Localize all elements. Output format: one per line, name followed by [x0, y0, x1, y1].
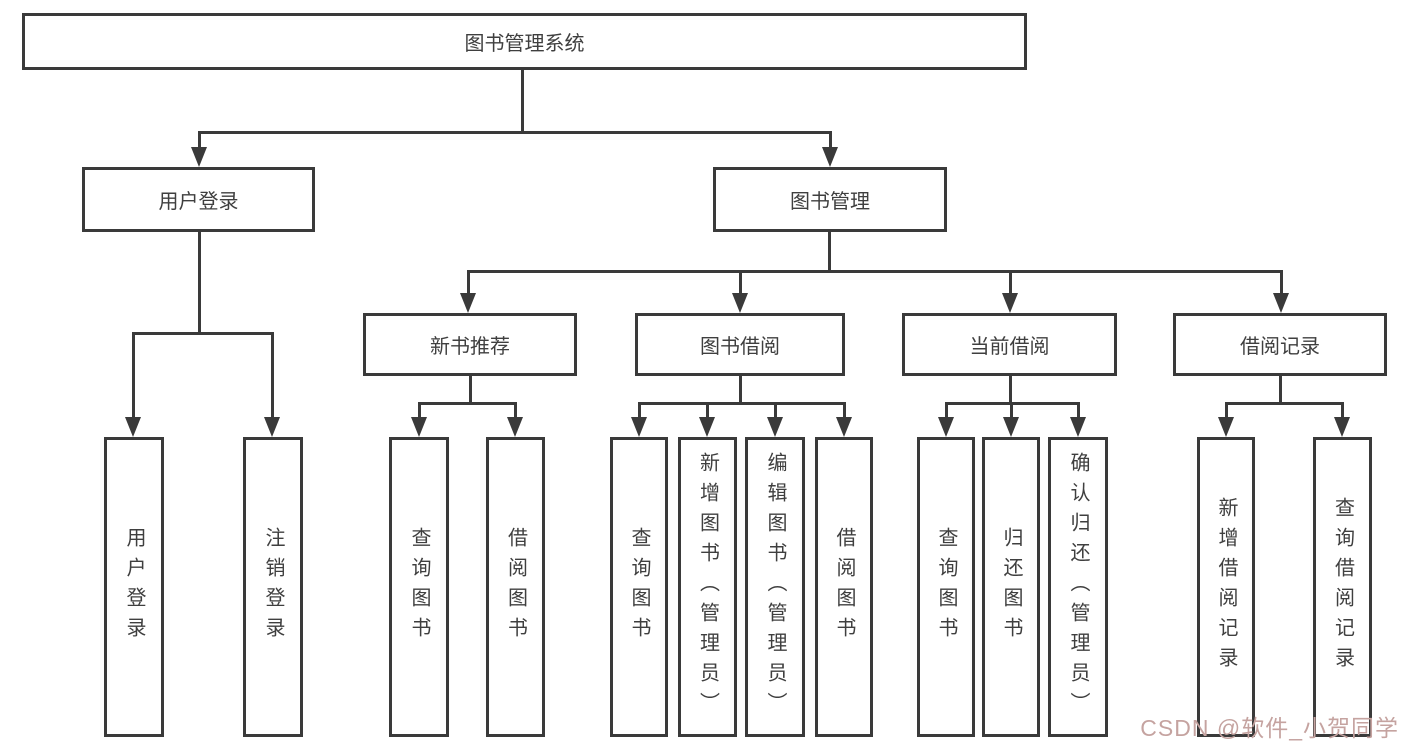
arrow-down-icon — [1003, 417, 1019, 437]
node-book-borrow: 图书借阅 — [635, 313, 845, 376]
leaf-query-borrow-record: 查询借阅记录 — [1313, 437, 1372, 737]
node-current-borrow: 当前借阅 — [902, 313, 1117, 376]
leaf-return-book-label: 归还图书 — [1000, 527, 1022, 647]
arrow-down-icon — [631, 417, 647, 437]
connector-book-mgmt-split — [467, 270, 1283, 273]
leaf-return-book: 归还图书 — [982, 437, 1040, 737]
node-borrow-records: 借阅记录 — [1173, 313, 1387, 376]
connector-drop — [1077, 402, 1080, 418]
connector-drop — [774, 402, 777, 418]
arrow-down-icon — [1273, 293, 1289, 313]
connector-drop — [271, 332, 274, 418]
node-user-login-label: 用户登录 — [158, 191, 239, 213]
arrow-down-icon — [191, 147, 207, 167]
arrow-down-icon — [1002, 293, 1018, 313]
leaf-add-borrow-record-label: 新增借阅记录 — [1215, 497, 1237, 677]
leaf-add-borrow-record: 新增借阅记录 — [1197, 437, 1255, 737]
connector-drop — [514, 402, 517, 418]
connector-new-book-stem — [469, 375, 472, 405]
node-book-management: 图书管理 — [713, 167, 947, 232]
node-user-login: 用户登录 — [82, 167, 315, 232]
leaf-query-books-3-label: 查询图书 — [935, 527, 957, 647]
connector-records-split — [1225, 402, 1344, 405]
leaf-add-book-admin-label: 新增图书（管理员） — [696, 452, 719, 722]
leaf-borrow-books-2: 借阅图书 — [815, 437, 873, 737]
leaf-confirm-return-admin: 确认归还（管理员） — [1048, 437, 1108, 737]
connector-book-borrow-stem — [739, 375, 742, 405]
leaf-user-login-label: 用户登录 — [123, 527, 145, 647]
connector-new-book-split — [418, 402, 517, 405]
arrow-down-icon — [822, 147, 838, 167]
arrow-down-icon — [938, 417, 954, 437]
connector-drop — [132, 332, 135, 418]
leaf-logout: 注销登录 — [243, 437, 303, 737]
leaf-borrow-books-1-label: 借阅图书 — [504, 527, 527, 647]
connector-root-split — [198, 131, 832, 134]
connector-drop — [1225, 402, 1228, 418]
leaf-confirm-return-admin-label: 确认归还（管理员） — [1067, 452, 1089, 722]
arrow-down-icon — [1070, 417, 1086, 437]
arrow-down-icon — [411, 417, 427, 437]
connector-drop — [1280, 270, 1283, 295]
node-new-book-recommend: 新书推荐 — [363, 313, 577, 376]
connector-drop — [1009, 270, 1012, 295]
leaf-edit-book-admin-label: 编辑图书（管理员） — [764, 452, 786, 722]
leaf-query-books-2-label: 查询图书 — [628, 527, 650, 647]
connector-drop — [843, 402, 846, 418]
connector-drop — [1010, 402, 1013, 418]
arrow-down-icon — [1334, 417, 1350, 437]
connector-drop — [418, 402, 421, 418]
arrow-down-icon — [460, 293, 476, 313]
leaf-query-books-1: 查询图书 — [389, 437, 449, 737]
arrow-down-icon — [767, 417, 783, 437]
node-book-borrow-label: 图书借阅 — [700, 336, 780, 358]
arrow-down-icon — [1218, 417, 1234, 437]
node-book-management-label: 图书管理 — [790, 191, 870, 213]
connector-book-borrow-split — [638, 402, 845, 405]
node-root: 图书管理系统 — [22, 13, 1027, 70]
connector-drop — [638, 402, 641, 418]
connector-drop — [198, 131, 201, 149]
connector-book-mgmt-stem — [828, 231, 831, 273]
leaf-edit-book-admin: 编辑图书（管理员） — [745, 437, 805, 737]
arrow-down-icon — [264, 417, 280, 437]
arrow-down-icon — [732, 293, 748, 313]
leaf-logout-label: 注销登录 — [262, 527, 284, 647]
connector-drop — [706, 402, 709, 418]
arrow-down-icon — [699, 417, 715, 437]
leaf-borrow-books-2-label: 借阅图书 — [833, 527, 855, 647]
leaf-query-borrow-record-label: 查询借阅记录 — [1331, 497, 1354, 677]
node-current-borrow-label: 当前借阅 — [969, 336, 1050, 358]
connector-drop — [829, 131, 832, 149]
watermark-text: CSDN @软件_小贺同学 — [1140, 715, 1399, 741]
connector-root-stem — [521, 69, 524, 133]
leaf-query-books-2: 查询图书 — [610, 437, 668, 737]
connector-user-login-stem — [198, 231, 201, 335]
arrow-down-icon — [507, 417, 523, 437]
node-new-book-recommend-label: 新书推荐 — [430, 336, 510, 358]
leaf-query-books-1-label: 查询图书 — [408, 527, 430, 647]
connector-user-login-split — [132, 332, 274, 335]
connector-drop — [945, 402, 948, 418]
arrow-down-icon — [836, 417, 852, 437]
connector-drop — [739, 270, 742, 295]
connector-drop — [1341, 402, 1344, 418]
connector-current-borrow-stem — [1009, 375, 1012, 405]
connector-drop — [467, 270, 470, 295]
node-borrow-records-label: 借阅记录 — [1240, 336, 1320, 358]
leaf-borrow-books-1: 借阅图书 — [486, 437, 545, 737]
node-root-label: 图书管理系统 — [464, 33, 585, 55]
leaf-user-login: 用户登录 — [104, 437, 164, 737]
leaf-add-book-admin: 新增图书（管理员） — [678, 437, 737, 737]
connector-records-stem — [1279, 375, 1282, 405]
arrow-down-icon — [125, 417, 141, 437]
leaf-query-books-3: 查询图书 — [917, 437, 975, 737]
